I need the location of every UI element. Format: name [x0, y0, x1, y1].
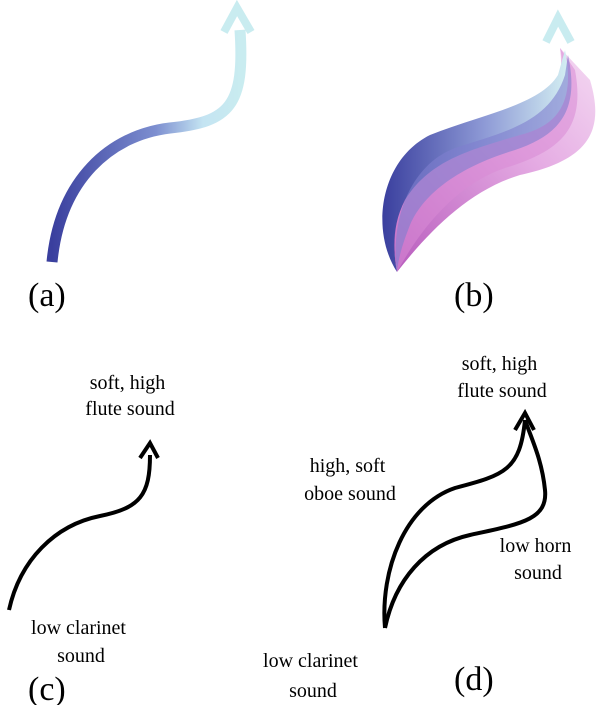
panel-d-start-note: low clarinet sound [263, 650, 363, 702]
panel-d-lower-trajectory [383, 419, 548, 629]
panel-d-upper-trajectory [382, 419, 527, 629]
panel-b: (b) [382, 9, 596, 314]
panel-d-start-note-line2: sound [289, 680, 337, 702]
panel-c-trajectory-curve [7, 454, 152, 611]
panel-d-upper-note-line2: oboe sound [304, 483, 396, 505]
panel-c-arrowhead-icon [138, 439, 160, 460]
panel-d: soft, high flute sound high, soft oboe s… [263, 353, 577, 702]
panel-b-arrowhead-icon [542, 9, 575, 44]
panel-d-upper-note: high, soft oboe sound [304, 455, 396, 505]
panel-a: (a) [28, 0, 255, 314]
panel-c-start-note: low clarinet sound [31, 617, 131, 667]
panel-d-arrowhead-icon [513, 408, 536, 432]
panel-d-upper-note-line1: high, soft [310, 455, 386, 477]
panel-d-lower-note-line1: low horn [500, 535, 572, 557]
panel-d-end-note-line1: soft, high [462, 353, 538, 375]
panel-a-arrowhead-icon [220, 0, 255, 35]
panel-c-label: (c) [28, 671, 66, 705]
panel-d-end-note: soft, high flute sound [457, 353, 546, 402]
panel-b-mid-band [395, 55, 572, 272]
panel-a-label: (a) [28, 277, 66, 314]
panel-d-start-note-line1: low clarinet [263, 650, 358, 672]
panel-d-label: (d) [454, 661, 494, 698]
panel-d-end-note-line2: flute sound [457, 380, 546, 402]
panel-a-trajectory-curve [46, 29, 247, 263]
panel-c-start-note-line1: low clarinet [31, 617, 126, 639]
panel-b-main-band [382, 50, 568, 272]
panel-d-lower-note-line2: sound [514, 562, 562, 584]
panel-c: soft, high flute sound low clarinet soun… [7, 372, 175, 705]
panel-b-label: (b) [454, 277, 494, 314]
panel-c-start-note-line2: sound [57, 645, 105, 667]
panel-c-end-note: soft, high flute sound [85, 372, 174, 420]
panel-d-lower-note: low horn sound [500, 535, 577, 584]
panel-c-end-note-line2: flute sound [85, 398, 174, 420]
panel-c-end-note-line1: soft, high [90, 372, 166, 394]
